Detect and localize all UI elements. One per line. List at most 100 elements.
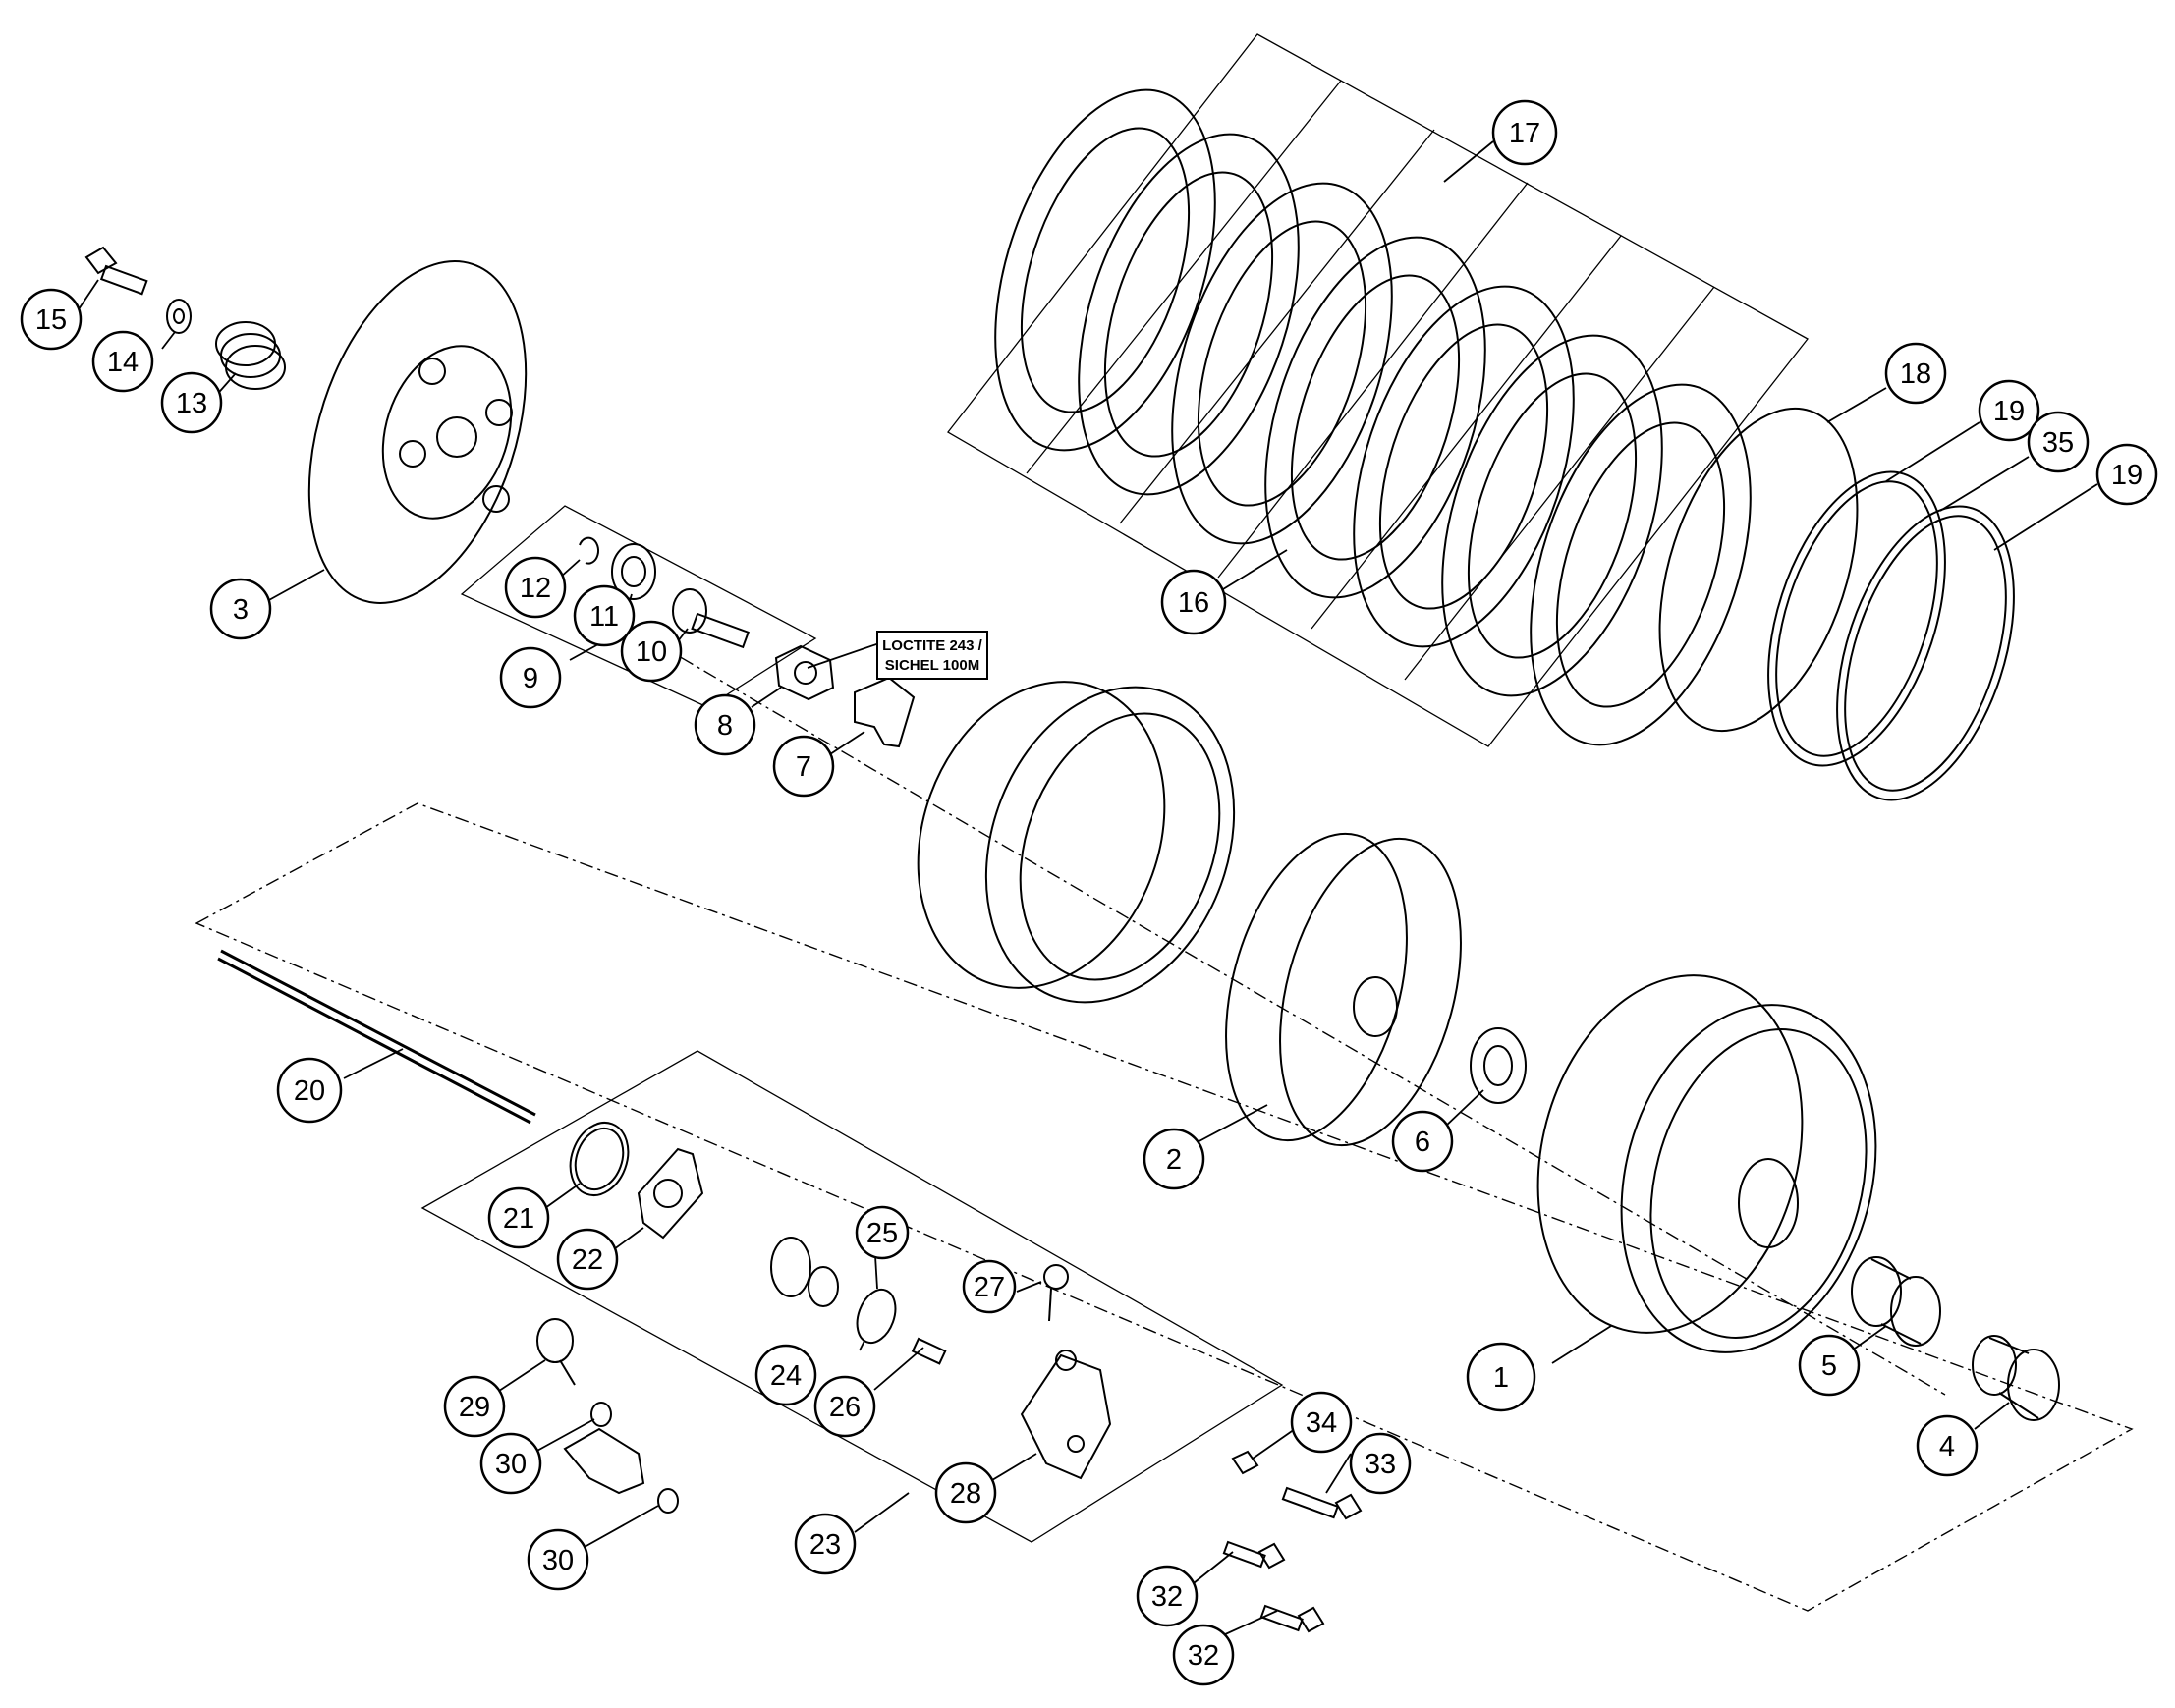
svg-text:19: 19 — [2111, 460, 2143, 491]
banjo-bolt-29 — [536, 1318, 576, 1386]
callout-11: 11 — [573, 584, 636, 647]
callout-28: 28 — [934, 1461, 997, 1524]
callout-2: 2 — [1143, 1128, 1205, 1190]
svg-text:12: 12 — [520, 573, 551, 604]
svg-text:27: 27 — [974, 1272, 1005, 1303]
friction-plate-stack — [994, 88, 1752, 746]
svg-text:6: 6 — [1415, 1127, 1430, 1158]
svg-text:14: 14 — [107, 347, 139, 378]
callout-15: 15 — [20, 288, 83, 351]
slave-cylinder-box — [420, 1050, 1284, 1543]
svg-text:30: 30 — [542, 1545, 574, 1576]
svg-text:26: 26 — [829, 1392, 861, 1423]
spring-13 — [215, 321, 286, 390]
svg-text:34: 34 — [1306, 1407, 1337, 1439]
bolt-15 — [84, 246, 148, 296]
svg-text:16: 16 — [1178, 587, 1209, 619]
callout-9: 9 — [499, 646, 562, 709]
svg-text:8: 8 — [717, 710, 733, 742]
svg-text:25: 25 — [866, 1218, 898, 1249]
callout-13: 13 — [160, 371, 223, 434]
svg-text:9: 9 — [523, 663, 538, 694]
svg-text:7: 7 — [796, 751, 811, 783]
svg-text:30: 30 — [495, 1449, 527, 1480]
clutch-hub — [1225, 832, 1462, 1147]
svg-text:13: 13 — [176, 388, 207, 419]
svg-text:20: 20 — [294, 1075, 325, 1107]
callout-32a: 32 — [1136, 1565, 1199, 1627]
plate-set-box — [947, 33, 1809, 747]
callout-12: 12 — [504, 556, 567, 619]
svg-text:32: 32 — [1151, 1581, 1183, 1613]
callout-25: 25 — [855, 1205, 910, 1260]
svg-text:24: 24 — [770, 1360, 802, 1392]
pushrod-10 — [672, 588, 750, 649]
note-line-1: LOCTITE 243 / — [882, 637, 983, 654]
callout-8: 8 — [694, 693, 756, 756]
washer-30a — [590, 1402, 612, 1427]
callout-17: 17 — [1491, 99, 1558, 166]
callout-34: 34 — [1290, 1391, 1353, 1454]
svg-text:17: 17 — [1509, 118, 1540, 149]
circlip-12 — [579, 536, 600, 565]
callout-23: 23 — [794, 1513, 857, 1575]
lock-washer-7 — [854, 676, 916, 748]
note-line-2: SICHEL 100M — [885, 657, 979, 674]
svg-text:1: 1 — [1493, 1362, 1509, 1394]
leader-lines — [76, 140, 2098, 1636]
callout-19b: 19 — [2095, 443, 2158, 506]
callout-10: 10 — [620, 620, 683, 683]
callout-26: 26 — [813, 1375, 876, 1438]
svg-text:18: 18 — [1900, 358, 1931, 390]
callout-33: 33 — [1349, 1432, 1412, 1495]
callout-24: 24 — [754, 1344, 817, 1406]
svg-text:2: 2 — [1166, 1144, 1182, 1176]
bushing-4 — [1972, 1335, 2060, 1421]
pushrod-20 — [217, 949, 536, 1125]
callout-1: 1 — [1466, 1342, 1536, 1412]
svg-text:19: 19 — [1993, 396, 2025, 427]
callout-14: 14 — [91, 330, 154, 393]
svg-text:33: 33 — [1365, 1449, 1396, 1480]
washer-30b — [657, 1488, 679, 1514]
callout-3: 3 — [209, 578, 272, 640]
svg-text:5: 5 — [1821, 1350, 1837, 1382]
plate-18-and-rings — [1658, 407, 2015, 801]
callout-6: 6 — [1391, 1110, 1454, 1173]
pressure-plate — [307, 260, 528, 604]
svg-text:10: 10 — [636, 636, 667, 668]
callout-27: 27 — [962, 1259, 1017, 1314]
bolt-34 — [1231, 1450, 1259, 1475]
o-ring-25 — [856, 1288, 897, 1345]
svg-text:35: 35 — [2042, 427, 2074, 459]
bearing-kit-box — [460, 505, 817, 708]
thrust-washer-6 — [1470, 1027, 1527, 1104]
callout-20: 20 — [276, 1057, 343, 1124]
bolt-32a — [1222, 1540, 1286, 1570]
piston-24 — [770, 1237, 839, 1307]
bearing-11 — [611, 543, 656, 600]
svg-text:15: 15 — [35, 304, 67, 336]
svg-text:3: 3 — [233, 594, 249, 626]
callout-35: 35 — [2027, 411, 2090, 473]
banjo-fitting — [563, 1427, 645, 1495]
callout-19a: 19 — [1978, 379, 2040, 442]
callout-29: 29 — [443, 1375, 506, 1438]
callout-16: 16 — [1160, 569, 1227, 635]
callout-5: 5 — [1798, 1334, 1861, 1397]
spring-26 — [911, 1337, 947, 1365]
callout-32b: 32 — [1172, 1624, 1235, 1686]
bolt-32b — [1259, 1604, 1325, 1633]
bleed-valve-27 — [1043, 1264, 1069, 1322]
svg-text:32: 32 — [1188, 1640, 1219, 1672]
svg-text:29: 29 — [459, 1392, 490, 1423]
callout-30b: 30 — [527, 1528, 589, 1591]
gasket-22 — [637, 1147, 704, 1240]
nut-8 — [774, 644, 835, 701]
callout-4: 4 — [1916, 1414, 1979, 1477]
callout-7: 7 — [772, 735, 835, 798]
svg-text:23: 23 — [809, 1529, 841, 1561]
svg-text:22: 22 — [572, 1244, 603, 1276]
centre-axis — [588, 603, 1946, 1396]
